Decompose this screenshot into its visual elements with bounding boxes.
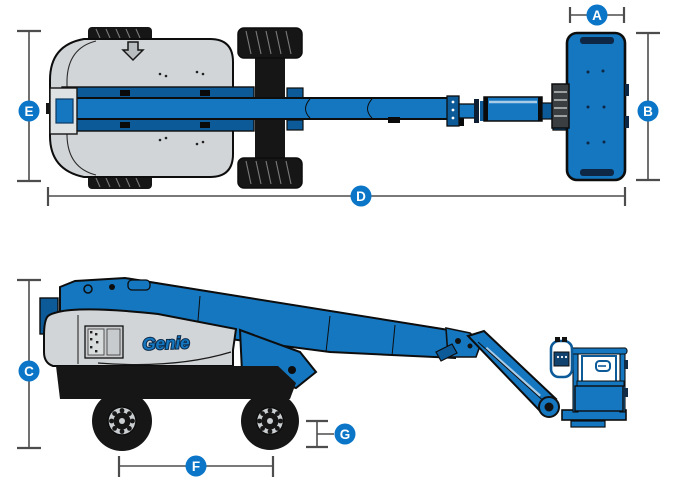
platform-slot-top [580, 37, 614, 44]
boom-pivot-bolt-1 [109, 284, 115, 290]
boom-pivot-bolt-2 [83, 284, 93, 294]
dimension-d: D [46, 185, 627, 207]
boom-seam-2 [325, 315, 331, 353]
dim-label-b: B [637, 100, 659, 122]
riser-pivot [288, 366, 296, 374]
platform-elevation [549, 337, 628, 428]
boom-bracket-1 [388, 117, 400, 123]
basket-foot [570, 420, 606, 428]
dimension-g: G [306, 419, 356, 449]
platform-tab-1 [625, 84, 629, 96]
jib-shaft [458, 103, 476, 119]
jib-link [435, 343, 458, 362]
dim-label-d: D [350, 185, 372, 207]
dimension-b: B [636, 31, 660, 182]
rotator-hub [544, 402, 554, 412]
jib-elevation [435, 327, 560, 418]
dim-letter-e: E [24, 104, 33, 119]
console-knob-1 [555, 337, 560, 342]
dim-letter-g: G [340, 427, 351, 442]
boom-section-seam-2 [367, 98, 373, 119]
basket-tab-2 [624, 388, 628, 397]
console-knob-2 [562, 337, 567, 342]
platform-deck [565, 31, 627, 182]
dim-label-e: E [18, 100, 40, 122]
genie-logo: Genie [142, 333, 190, 354]
platform-slot-bottom [580, 169, 614, 176]
chassis-rivet-dots [158, 70, 205, 146]
boom-hose-clamp [127, 279, 151, 291]
right-axle-cap [267, 418, 273, 424]
engine-body: Genie [43, 308, 238, 367]
slave-cylinder [483, 96, 543, 122]
dim-letter-f: F [192, 459, 200, 474]
rear-tire-tread [95, 28, 141, 188]
dim-label-a: A [586, 4, 608, 26]
decal-dots [90, 331, 99, 353]
dim-label-g: G [334, 423, 356, 445]
dim-label-f: F [185, 455, 207, 477]
jib-flange-1 [474, 99, 479, 123]
platform-rotator-bracket [551, 83, 570, 129]
dim-letter-d: D [356, 189, 366, 204]
left-gear-teeth [109, 408, 135, 434]
basket-top-rail [570, 347, 628, 355]
dim-letter-a: A [592, 8, 602, 23]
front-tire-tread [245, 30, 292, 185]
jib-arm-seam [477, 341, 549, 406]
boom-rail-stub-top [286, 87, 304, 99]
boom-seam-3 [391, 324, 396, 357]
platform-tab-2 [625, 116, 629, 128]
basket-skirt [574, 385, 624, 412]
basket-tab-1 [624, 360, 628, 369]
dimension-c: C [17, 278, 41, 450]
gate-handle [595, 360, 611, 372]
cover-crease [97, 351, 232, 366]
left-axle-cap [119, 418, 125, 424]
platform-plan [551, 31, 629, 182]
boom-tail-pivot [55, 98, 74, 124]
boom-rail-bottom [61, 118, 255, 132]
control-panel-door [106, 328, 121, 356]
jib-flange-2 [480, 101, 484, 121]
front-tire-top [237, 27, 303, 59]
boom-rail-stub-bottom [286, 119, 304, 131]
dim-letter-c: C [24, 364, 34, 379]
jib-plan [446, 91, 570, 131]
front-tire-bottom [237, 157, 303, 189]
top-view: E A B [17, 4, 660, 207]
dim-letter-b: B [643, 104, 653, 119]
right-gear-teeth [257, 408, 283, 434]
dimension-e: E [17, 29, 41, 183]
side-view: Genie [17, 276, 628, 477]
platform-rivets [586, 69, 606, 145]
dim-label-c: C [18, 360, 40, 382]
console-panel [553, 351, 570, 367]
drive-direction-arrow-icon [121, 41, 145, 62]
jib-cylinder-rod [485, 346, 541, 398]
boom-section-seam-1 [305, 98, 311, 119]
dimension-a: A [568, 4, 626, 26]
boom-main-tube [57, 97, 449, 120]
dimension-f: F [117, 455, 275, 477]
side-wheel-right [241, 392, 299, 450]
basket-mid-rail [576, 380, 625, 387]
side-wheel-left [92, 391, 152, 451]
side-chassis [56, 366, 296, 399]
